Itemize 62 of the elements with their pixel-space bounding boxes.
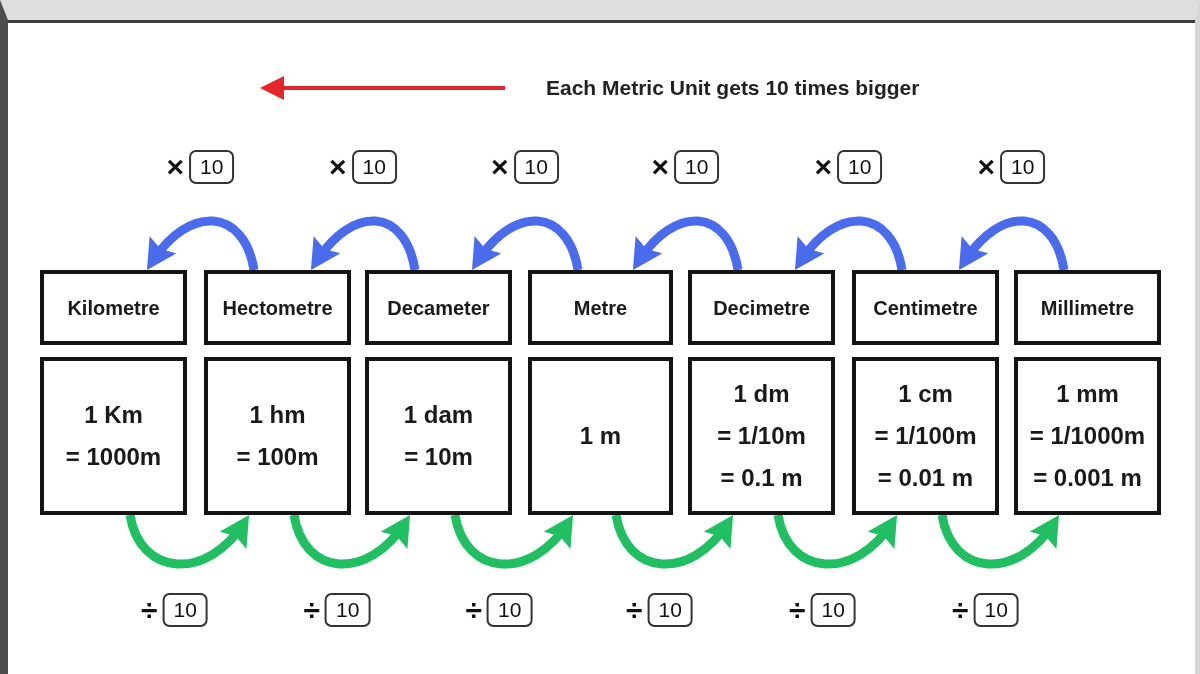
conversion-text: = 0.01 m bbox=[877, 463, 974, 493]
unit-header-box bbox=[688, 270, 835, 345]
curved-arrow bbox=[289, 513, 411, 569]
curved-arrow bbox=[611, 513, 734, 569]
curved-arrow bbox=[794, 216, 907, 272]
curved-arrow bbox=[958, 216, 1069, 272]
unit-header-box bbox=[528, 270, 673, 345]
conversion-text: = 1/100m bbox=[874, 421, 977, 451]
conversion-text: 1 dm bbox=[733, 379, 790, 409]
unit-header-box bbox=[852, 270, 999, 345]
conversion-text: 1 cm bbox=[898, 379, 953, 409]
unit-name: Decimetre bbox=[713, 295, 810, 320]
edge-label: × 10 bbox=[491, 150, 559, 184]
curved-arrow bbox=[632, 216, 743, 272]
conversion-text: 1 hm bbox=[249, 400, 306, 430]
conversion-text: 1 Km bbox=[84, 400, 143, 430]
edge-label: ÷ 10 bbox=[141, 593, 208, 627]
edge-label: ÷ 10 bbox=[465, 593, 533, 627]
curved-arrow bbox=[125, 513, 250, 569]
unit-header-box bbox=[1014, 270, 1161, 345]
unit-value-box bbox=[365, 357, 512, 515]
edge-label: × 10 bbox=[329, 150, 397, 184]
conversion-text: = 1/10m bbox=[717, 421, 806, 451]
unit-name: Hectometre bbox=[222, 295, 333, 320]
curved-arrow bbox=[450, 513, 574, 569]
conversion-text: 1 m bbox=[579, 421, 622, 451]
unit-value-box bbox=[528, 357, 673, 515]
unit-value-box bbox=[852, 357, 999, 515]
unit-header-box bbox=[204, 270, 351, 345]
unit-value-box bbox=[688, 357, 835, 515]
edge-label: ÷ 10 bbox=[303, 593, 371, 627]
conversion-text: = 1/1000m bbox=[1029, 421, 1146, 451]
curved-arrow bbox=[310, 216, 420, 272]
unit-name: Metre bbox=[573, 295, 628, 320]
unit-name: Millimetre bbox=[1040, 295, 1135, 320]
conversion-text: = 1000m bbox=[65, 442, 162, 472]
unit-header-box bbox=[40, 270, 187, 345]
edge-label: × 10 bbox=[814, 150, 883, 184]
edge-label: × 10 bbox=[977, 150, 1046, 184]
edge-label: ÷ 10 bbox=[789, 593, 856, 627]
unit-name: Centimetre bbox=[873, 295, 978, 320]
unit-value-box bbox=[40, 357, 187, 515]
edge-label: × 10 bbox=[166, 150, 235, 184]
edge-label: ÷ 10 bbox=[626, 593, 693, 627]
conversion-text: 1 dam bbox=[403, 400, 474, 430]
unit-header-box bbox=[365, 270, 512, 345]
edge-label: ÷ 10 bbox=[952, 593, 1019, 627]
unit-name: Kilometre bbox=[67, 295, 160, 320]
curved-arrow bbox=[146, 216, 259, 272]
conversion-text: = 10m bbox=[404, 442, 473, 472]
conversion-text: = 100m bbox=[236, 442, 319, 472]
curved-arrow bbox=[773, 513, 898, 569]
conversion-text: = 0.1 m bbox=[720, 463, 803, 493]
conversion-text: = 0.001 m bbox=[1033, 463, 1142, 493]
curved-arrow bbox=[471, 216, 583, 272]
unit-value-box bbox=[204, 357, 351, 515]
edge-label: × 10 bbox=[651, 150, 720, 184]
conversion-text: 1 mm bbox=[1056, 379, 1119, 409]
unit-name: Decameter bbox=[387, 295, 490, 320]
direction-note: Each Metric Unit gets 10 times bigger bbox=[546, 76, 920, 100]
unit-value-box bbox=[1014, 357, 1161, 515]
curved-arrow bbox=[937, 513, 1060, 569]
